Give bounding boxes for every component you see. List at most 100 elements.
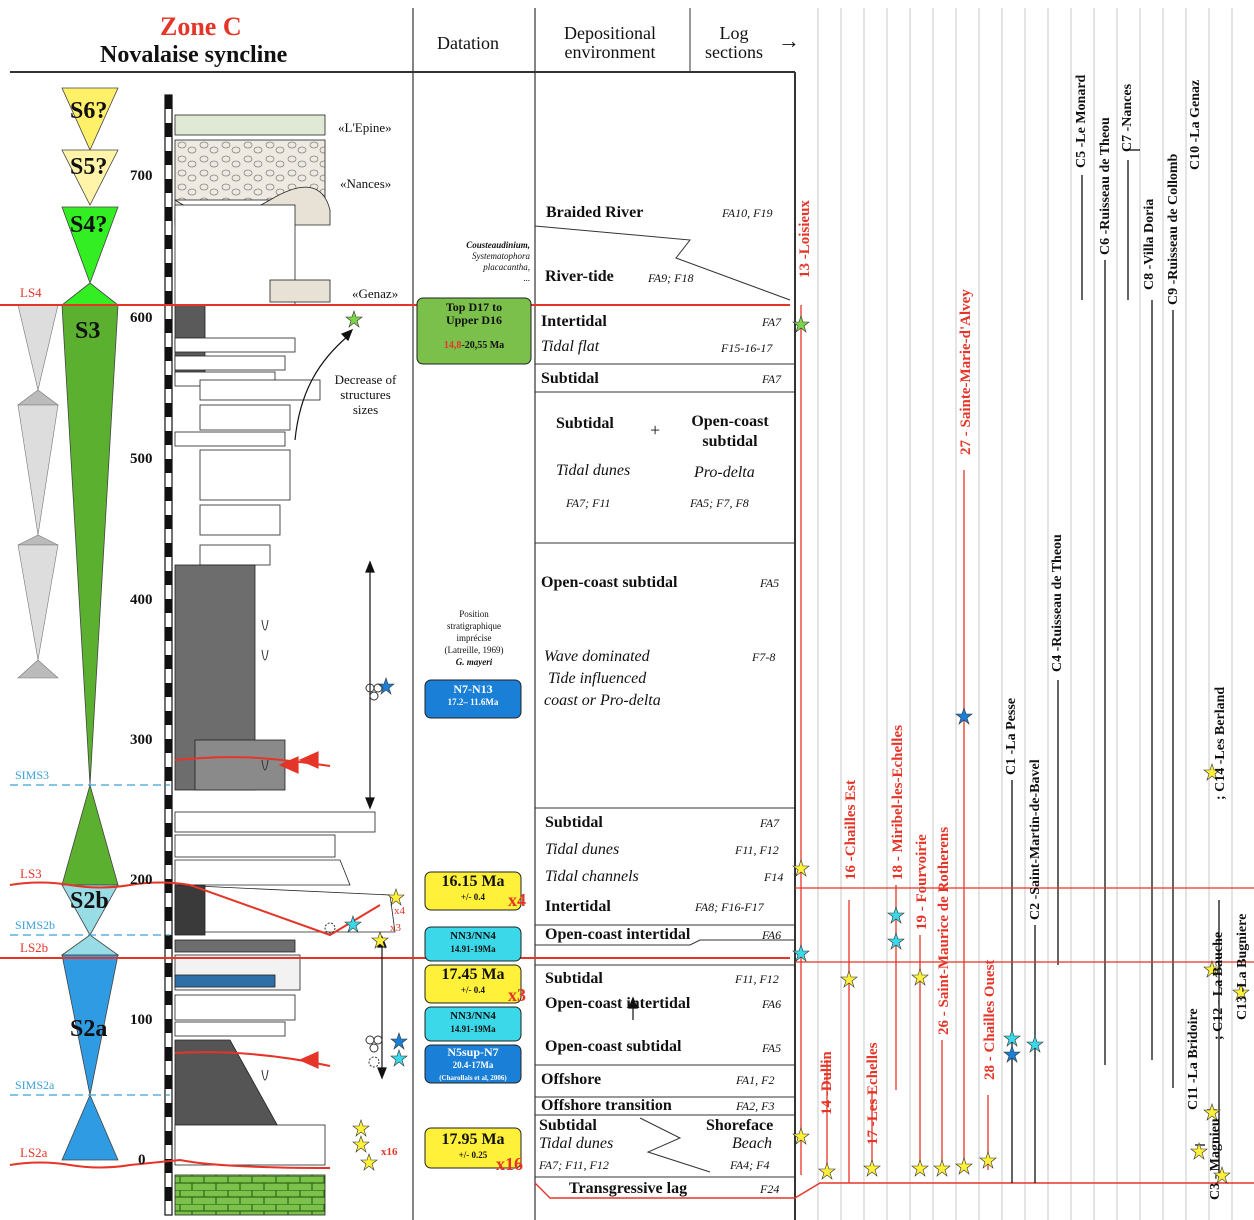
- section-26-saint-maurice: 26 - Saint-Maurice de Rotherens: [936, 826, 952, 1035]
- env-ocs-code: FA5: [760, 576, 780, 590]
- sample-stars: [344, 310, 1250, 1184]
- env-braided-code: FA10, F19: [722, 206, 773, 220]
- ls2a-label: LS2a: [20, 1145, 48, 1160]
- x3-count: x3: [390, 922, 401, 934]
- env-open-coast-intertidal: Open-coast intertidal: [545, 926, 691, 943]
- sims2b-label: SIMS2b: [15, 918, 56, 932]
- datation-header: Datation: [437, 33, 499, 53]
- syncline-title: Novalaise syncline: [100, 42, 288, 68]
- section-c1-la-pesse: C1 -La Pesse: [1004, 698, 1019, 775]
- sims2a-label: SIMS2a: [15, 1078, 55, 1092]
- x3-multiplier: x3: [508, 985, 526, 1005]
- env-open-coast-subtidal: Open-coast subtidal: [541, 574, 678, 591]
- env-tidal-flat: Tidal flat: [541, 338, 600, 355]
- env-code-fa4-f4: FA4; F4: [730, 1158, 770, 1172]
- env-tidal-flat-code: F15-16-17: [721, 341, 773, 355]
- dating-box-1745: 17.45 Ma+/- 0.4: [441, 966, 505, 995]
- parasequence-triangles: [17, 304, 59, 679]
- sims3-label: SIMS3: [15, 768, 50, 782]
- zone-title: Zone C: [160, 12, 242, 41]
- scale-tick-100: 100: [130, 1012, 153, 1028]
- section-c6-ruisseau-theou: C6 -Ruisseau de Theou: [1098, 117, 1113, 255]
- section-c8-villa-doria: C8 -Villa Doria: [1142, 198, 1157, 290]
- env-subtidal-3: Subtidal: [545, 970, 603, 987]
- section-c10-la-genaz: C10 -La Genaz: [1188, 79, 1203, 170]
- section-c14-les-berland: ; C14 -Les Berland: [1213, 686, 1228, 800]
- env-intertidal-top-code: FA7: [762, 315, 782, 329]
- log-section-gridlines: [817, 8, 1233, 1220]
- ls4-label: LS4: [20, 285, 42, 300]
- dating-boxes: [416, 297, 532, 1169]
- section-27-sainte-marie: 27 - Sainte-Marie-d'Alvey: [958, 289, 974, 455]
- env-subtidal-top-code: FA7: [762, 372, 782, 386]
- section-17-les-echelles: 17 -Les Echelles: [865, 1042, 881, 1146]
- env-river-tide: River-tide: [545, 268, 614, 285]
- env-transgressive-lag: Transgressive lag: [569, 1180, 688, 1197]
- section-18-miribel: 18 - Miribel-les-Echelles: [890, 725, 906, 880]
- sequence-s2b-label: S2b: [70, 888, 109, 914]
- env-transgressive-code: F24: [760, 1182, 780, 1196]
- section-c13-la-bugniere: C13 -La Bugniere: [1235, 913, 1250, 1020]
- env-code-fa7-f11-f12: FA7; F11, F12: [539, 1158, 609, 1172]
- env-oci-code: FA6: [762, 928, 782, 942]
- section-c9-ruisseau-collomb: C9 -Ruisseau de Collomb: [1166, 153, 1181, 305]
- section-c2-saint-martin: C2 -Saint-Martin-de-Bavel: [1028, 759, 1043, 920]
- scale-tick-300: 300: [130, 732, 153, 748]
- env-intertidal-low: Intertidal: [545, 898, 611, 915]
- genaz-label: «Genaz»: [352, 286, 399, 301]
- env-tidal-dunes-low: Tidal dunes: [545, 841, 620, 858]
- env-code-fa7-f11: FA7; F11: [566, 496, 611, 510]
- env-subtidal-mid: Subtidal: [556, 415, 614, 432]
- scale-tick-200: 200: [130, 872, 153, 888]
- section-c12-la-bauche: ; C12 - La Bauche: [1211, 931, 1226, 1040]
- section-13-loisieux: 13 -Loisieux: [797, 200, 813, 278]
- section-28-chailles-ouest: 28 - Chailles Ouest: [982, 959, 998, 1080]
- fossil-list: Cousteaudinium, Systematophora placacant…: [466, 240, 530, 283]
- section-c4-ruisseau-theou: C4 -Ruisseau de Theou: [1050, 534, 1065, 672]
- section-c5-le-monard: C5 -Le Monard: [1074, 74, 1089, 168]
- scale-tick-0: 0: [138, 1152, 146, 1168]
- env-offshore: Offshore: [541, 1071, 602, 1088]
- scale-tick-600: 600: [130, 310, 153, 326]
- env-river-tide-code: FA9; F18: [648, 271, 694, 285]
- env-ocs-2-code: FA5: [762, 1041, 782, 1055]
- env-tidal-dunes-3: Tidal dunes: [539, 1135, 614, 1152]
- x16-multiplier: x16: [496, 1154, 523, 1174]
- sequence-s3-label: S3: [75, 318, 101, 344]
- sims-lines: [10, 784, 170, 1096]
- scale-tick-700: 700: [130, 168, 153, 184]
- sequence-s2a-label: S2a: [70, 1016, 108, 1042]
- nances-label: «Nances»: [340, 176, 392, 191]
- plus-sign: +: [650, 420, 661, 440]
- sequence-s5-label: S5?: [70, 154, 108, 180]
- env-offshore-transition: Offshore transition: [541, 1097, 672, 1114]
- section-16-chailles-est: 16 -Chailles Est: [843, 779, 859, 880]
- env-subtidal-4: Subtidal: [539, 1117, 597, 1134]
- scale-tick-400: 400: [130, 592, 153, 608]
- scale-bar: [164, 94, 173, 1216]
- env-wave-code: F7-8: [752, 650, 776, 664]
- dating-box-1795: 17.95 Ma+/- 0.25: [441, 1131, 505, 1160]
- fossil-glyphs: [261, 619, 383, 1081]
- env-intertidal-top: Intertidal: [541, 313, 607, 330]
- section-c3-magnieu: C3 - Magnieu: [1208, 1118, 1223, 1200]
- section-19-fourvoirie: 19 - Fourvoirie: [914, 834, 930, 930]
- env-tidal-dunes-low-code: F11, F12: [735, 843, 779, 857]
- dating-box-top-d17: Top D17 to Upper D16 14,8-20,55 Ma: [443, 300, 505, 352]
- env-tidal-dunes-mid: Tidal dunes: [556, 462, 631, 479]
- sequence-triangles: [60, 87, 120, 1161]
- epine-label: «L'Epine»: [338, 120, 392, 135]
- env-subtidal-3-code: F11, F12: [735, 972, 779, 986]
- erosion-surfaces: [0, 304, 790, 1169]
- env-code-fa5-f7-f8: FA5; F7, F8: [690, 496, 749, 510]
- decrease-structures-note: Decrease of structures sizes: [334, 372, 397, 417]
- env-shoreface: Shoreface: [706, 1117, 774, 1134]
- sequence-s4-label: S4?: [70, 212, 108, 238]
